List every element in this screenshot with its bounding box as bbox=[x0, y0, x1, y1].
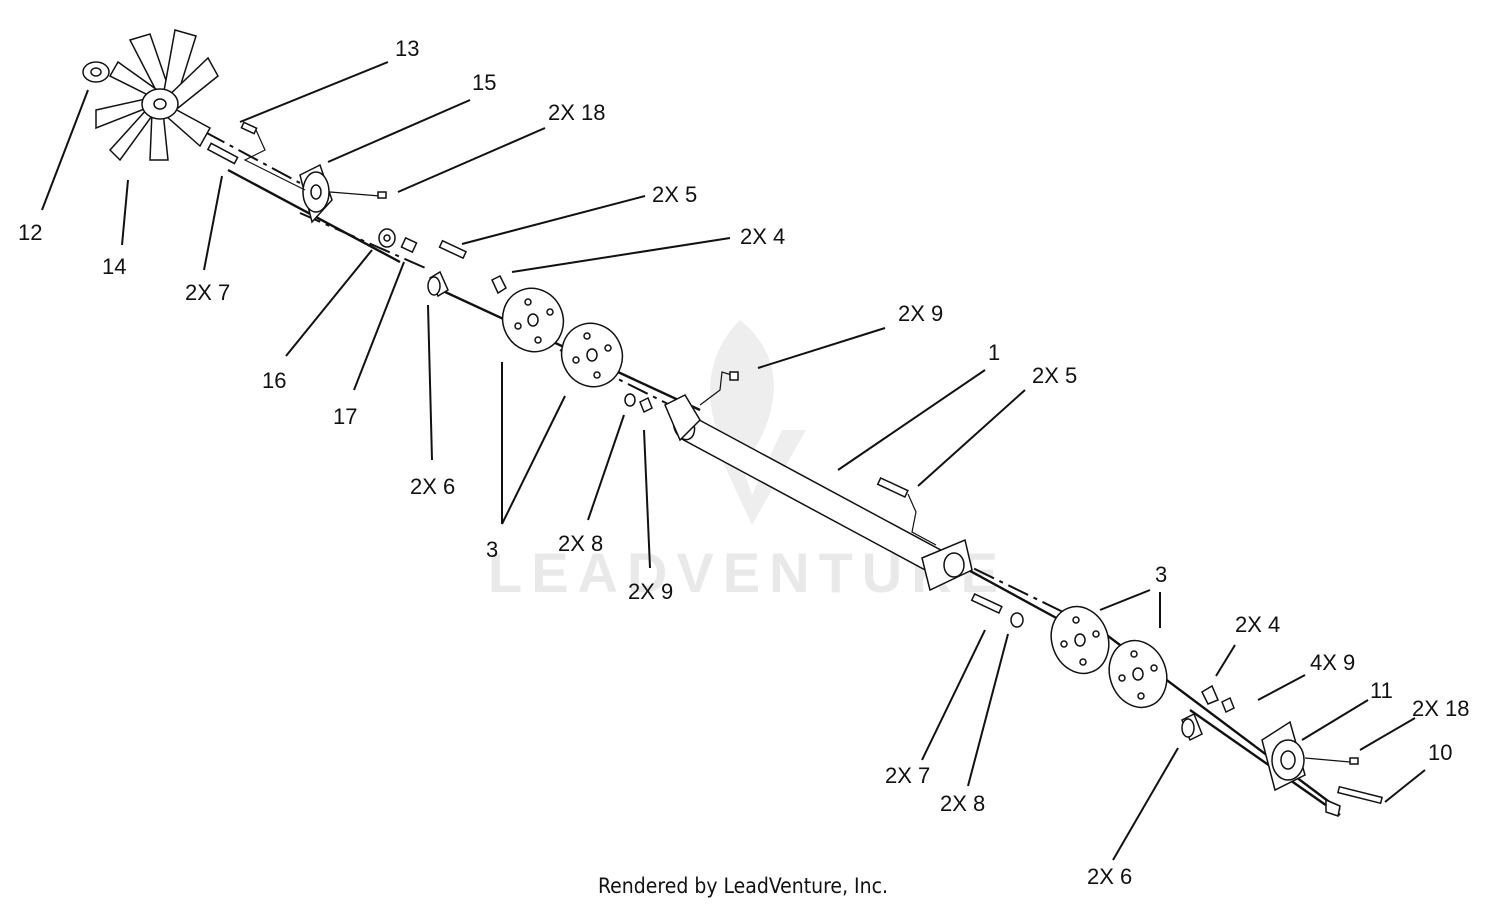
callout-3-right: 3 bbox=[1155, 562, 1167, 587]
callout-2x9-upper: 2X 9 bbox=[898, 301, 943, 326]
bearing-left bbox=[299, 163, 387, 224]
callout-4x9: 4X 9 bbox=[1310, 650, 1355, 675]
callout-12: 12 bbox=[18, 220, 42, 245]
callout-14: 14 bbox=[102, 254, 126, 279]
nuts-left bbox=[624, 393, 653, 414]
callout-2x4-left: 2X 4 bbox=[740, 224, 785, 249]
leader-lines bbox=[41, 61, 1426, 861]
callout-15: 15 bbox=[472, 70, 496, 95]
bearing-right bbox=[1261, 720, 1383, 817]
coupling-discs-right bbox=[1050, 605, 1168, 709]
drive-shaft bbox=[664, 371, 973, 592]
callout-13: 13 bbox=[395, 36, 419, 61]
bolts-left bbox=[206, 121, 306, 191]
callout-1: 1 bbox=[988, 340, 1000, 365]
callout-17: 17 bbox=[333, 404, 357, 429]
bolt-nut-left bbox=[438, 239, 507, 295]
callout-3-left: 3 bbox=[486, 537, 498, 562]
callout-2x5-right: 2X 5 bbox=[1032, 363, 1077, 388]
coupling-discs-left bbox=[501, 287, 624, 388]
callout-11: 11 bbox=[1370, 678, 1393, 703]
callout-2x6-left: 2X 6 bbox=[410, 474, 455, 499]
washer-collar-left bbox=[378, 228, 449, 298]
callout-2x6-right: 2X 6 bbox=[1087, 864, 1132, 889]
callout-2x18-left: 2X 18 bbox=[548, 100, 606, 125]
fan-assembly bbox=[82, 29, 219, 162]
callout-2x5-left: 2X 5 bbox=[652, 182, 697, 207]
callout-2x8-right: 2X 8 bbox=[940, 791, 985, 816]
callout-2x8-left: 2X 8 bbox=[558, 531, 603, 556]
callout-2x18-right: 2X 18 bbox=[1412, 696, 1470, 721]
bolt-washer-right bbox=[970, 592, 1024, 628]
callout-2x7-right: 2X 7 bbox=[885, 763, 930, 788]
callout-labels: 13 15 2X 18 2X 5 2X 4 12 14 2X 7 16 17 2… bbox=[18, 36, 1470, 889]
callout-2x4-right: 2X 4 bbox=[1235, 612, 1280, 637]
callout-16: 16 bbox=[262, 368, 286, 393]
bolt-right bbox=[876, 476, 937, 546]
callout-2x9-lower: 2X 9 bbox=[628, 579, 673, 604]
callout-2x7-left: 2X 7 bbox=[185, 280, 230, 305]
callout-10: 10 bbox=[1428, 740, 1452, 765]
nut-collar-right bbox=[1181, 684, 1235, 742]
render-credit: Rendered by LeadVenture, Inc. bbox=[598, 874, 888, 898]
